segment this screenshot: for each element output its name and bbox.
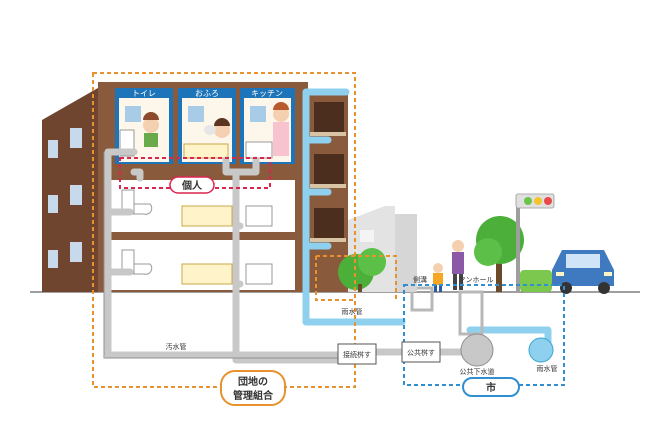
label-manhole: マンホール	[459, 276, 494, 284]
hedge	[520, 270, 552, 292]
tree-right	[474, 216, 524, 292]
sink-fixtures	[245, 141, 273, 285]
association-tag-line2: 管理組合	[233, 389, 274, 402]
association-zone-extension	[315, 255, 397, 301]
label-rain-pipe-upper: 雨水管	[342, 307, 363, 316]
sewage-pipes	[104, 148, 466, 364]
city-tag-text: 市	[486, 381, 496, 394]
person-kitchen	[273, 102, 289, 156]
connection-box-text: 接続桝す	[343, 350, 371, 359]
room-label-kitchen: キッチン	[251, 89, 283, 98]
public-sewer-main	[460, 333, 494, 367]
label-sewage-pipe: 汚水管	[166, 342, 187, 351]
rain-main	[528, 337, 554, 363]
ditch-and-manhole	[410, 286, 484, 336]
left-building	[42, 88, 98, 292]
person-toilet	[143, 112, 159, 147]
pedestrians	[433, 240, 464, 292]
car	[552, 250, 614, 294]
individual-tag: 個人	[169, 176, 215, 194]
city-tag: 市	[462, 377, 520, 397]
individual-tag-text: 個人	[181, 179, 203, 192]
toilet-fixtures	[119, 129, 153, 275]
connection-box: 接続桝す	[337, 343, 377, 365]
association-tag-line1: 団地の	[238, 375, 268, 388]
room-label-toilet: トイレ	[132, 89, 156, 98]
public-box: 公共桝す	[401, 341, 441, 363]
label-side-ditch: 側溝	[413, 275, 427, 284]
label-public-sewer: 公共下水道	[460, 367, 495, 376]
room-label-bath: おふろ	[195, 89, 219, 98]
sewage-pipe-outline	[103, 152, 338, 359]
label-rain-pipe-right: 雨水管	[537, 364, 558, 373]
traffic-light	[515, 193, 555, 292]
association-tag: 団地の 管理組合	[220, 370, 286, 406]
public-box-text: 公共桝す	[407, 348, 435, 357]
bathtub-fixtures	[181, 143, 233, 285]
person-bath	[204, 118, 230, 138]
